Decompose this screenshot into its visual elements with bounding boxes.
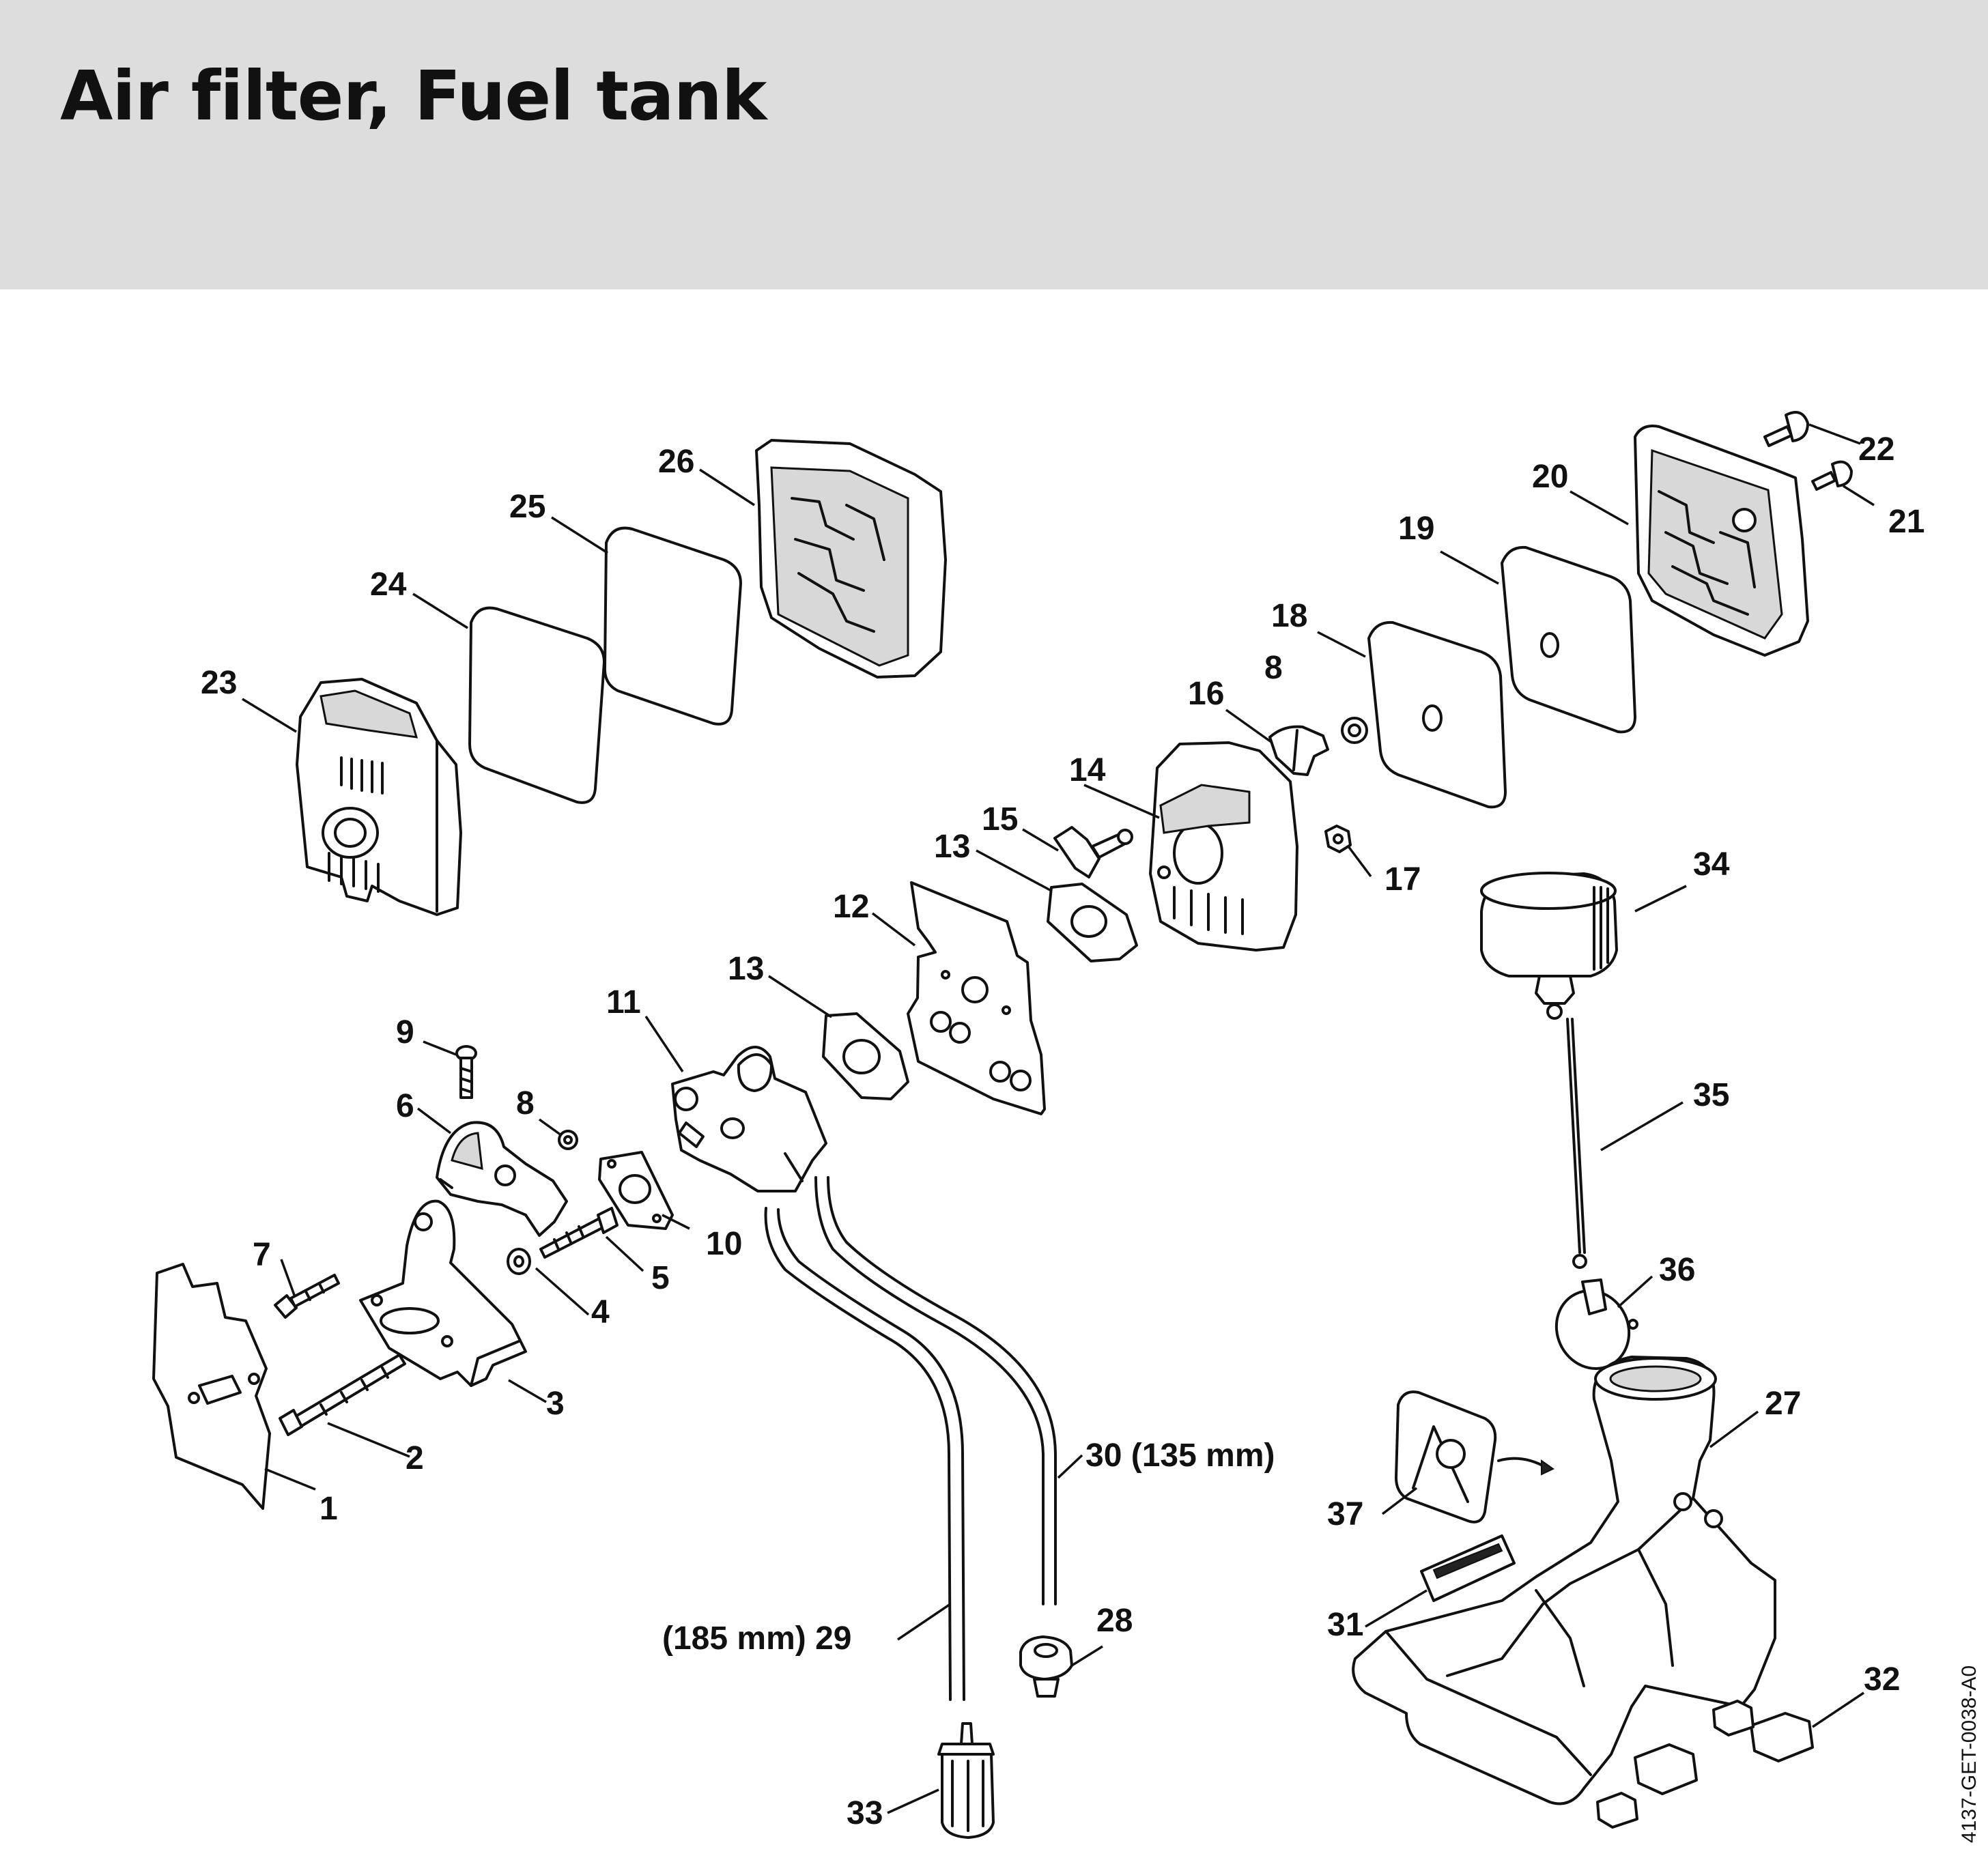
callout-9: 9: [396, 1014, 414, 1050]
callout-20: 20: [1532, 459, 1568, 495]
callout-2: 2: [406, 1440, 424, 1476]
part-16-choke-knob: [1268, 725, 1329, 776]
callout-5: 5: [651, 1260, 670, 1296]
callout-25: 25: [509, 489, 545, 525]
part-17-nut: [1324, 825, 1352, 853]
part-11-carburetor: [671, 1046, 827, 1192]
callout-19: 19: [1398, 511, 1434, 547]
part-6-lever-bracket: [436, 1121, 568, 1237]
part-33-fuel-pickup: [937, 1722, 995, 1839]
part-8-nut-right: [1341, 717, 1368, 744]
callout-24: 24: [370, 567, 407, 603]
callout-14: 14: [1069, 752, 1106, 788]
callout-27: 27: [1765, 1386, 1801, 1422]
part-15-lever: [1053, 826, 1133, 878]
part-23-filter-housing: [296, 678, 462, 916]
part-4-washer: [507, 1248, 531, 1275]
callout-33: 33: [847, 1795, 883, 1831]
part-2-long-screw: [279, 1354, 406, 1436]
callout-16: 16: [1188, 676, 1224, 712]
callout-11: 11: [606, 984, 641, 1020]
part-34-fuel-cap: [1480, 872, 1618, 1020]
part-7-bolt: [274, 1274, 340, 1319]
part-3-intake-flange: [359, 1199, 527, 1387]
part-14-air-filter-base: [1149, 741, 1298, 952]
callout-26: 26: [658, 444, 694, 480]
callout-7: 7: [253, 1237, 271, 1273]
part-19-filter-element: [1501, 545, 1636, 734]
exploded-parts-diagram: 1 2 3 4 5 6 7 8 9 10 11 12 13 13 14 15 1…: [152, 411, 1925, 1839]
part-1-gasket: [152, 1263, 271, 1510]
callout-13-lower: 13: [728, 951, 764, 987]
part-29-fuel-line: [764, 1207, 965, 1701]
callout-32: 32: [1864, 1661, 1900, 1698]
callout-12: 12: [833, 889, 869, 925]
callout-4: 4: [591, 1294, 610, 1330]
part-26-cover: [755, 439, 947, 678]
part-20-filter-cover: [1634, 425, 1809, 657]
header-band: Air filter, Fuel tank: [0, 0, 1988, 289]
callout-23: 23: [201, 665, 237, 701]
callout-28: 28: [1096, 1603, 1133, 1639]
part-24-filter-pad: [468, 606, 606, 804]
drawing-code: 4137-GET-0038-A0: [1958, 1665, 1980, 1843]
part-13-gasket-lower: [822, 1012, 909, 1100]
part-28-grommet: [1019, 1635, 1073, 1698]
callout-36: 36: [1659, 1252, 1695, 1288]
callout-10: 10: [706, 1226, 742, 1262]
callout-21: 21: [1888, 504, 1925, 540]
callout-22: 22: [1858, 431, 1894, 468]
part-30-fuel-line: [814, 1176, 1057, 1605]
part-27-fuel-tank: [1352, 1356, 1776, 1805]
part-13-gasket-upper: [1047, 883, 1138, 962]
part-5-screw: [539, 1207, 619, 1259]
callout-8-left: 8: [516, 1085, 535, 1121]
part-22-screw: [1763, 411, 1809, 447]
part-31-bumper: [1420, 1534, 1516, 1602]
callout-3: 3: [546, 1386, 565, 1422]
part-35-pickup-rod: [1566, 1018, 1587, 1269]
part-10-gasket: [598, 1151, 674, 1230]
part-32-rubber-pad: [1596, 1700, 1814, 1829]
callout-labels: 1 2 3 4 5 6 7 8 9 10 11 12 13 13 14 15 1…: [201, 431, 1925, 1831]
callout-18: 18: [1271, 598, 1307, 634]
callout-6: 6: [396, 1088, 414, 1124]
callout-34: 34: [1693, 846, 1730, 883]
callout-15: 15: [982, 801, 1018, 838]
part-36-valve-disc: [1554, 1278, 1638, 1370]
callout-13-upper: 13: [934, 829, 970, 865]
callout-37: 37: [1327, 1496, 1363, 1532]
part-9-screw: [455, 1045, 477, 1099]
callout-29: (185 mm) 29: [662, 1620, 851, 1657]
part-8-nut-left: [558, 1130, 578, 1150]
callout-35: 35: [1693, 1077, 1729, 1113]
callout-30: 30 (135 mm): [1085, 1438, 1275, 1474]
part-21-screw: [1811, 460, 1853, 491]
callout-8-right: 8: [1264, 650, 1283, 686]
callout-17: 17: [1384, 861, 1421, 898]
page-title: Air filter, Fuel tank: [60, 56, 767, 136]
callout-1: 1: [320, 1491, 338, 1527]
part-25-filter-pad: [603, 526, 742, 726]
leader-lines: [242, 423, 1875, 1814]
part-12-baffle-plate: [907, 881, 1046, 1115]
part-18-filter-element: [1367, 620, 1507, 809]
callout-31: 31: [1327, 1607, 1363, 1643]
part-37-warning-label: [1395, 1390, 1554, 1524]
